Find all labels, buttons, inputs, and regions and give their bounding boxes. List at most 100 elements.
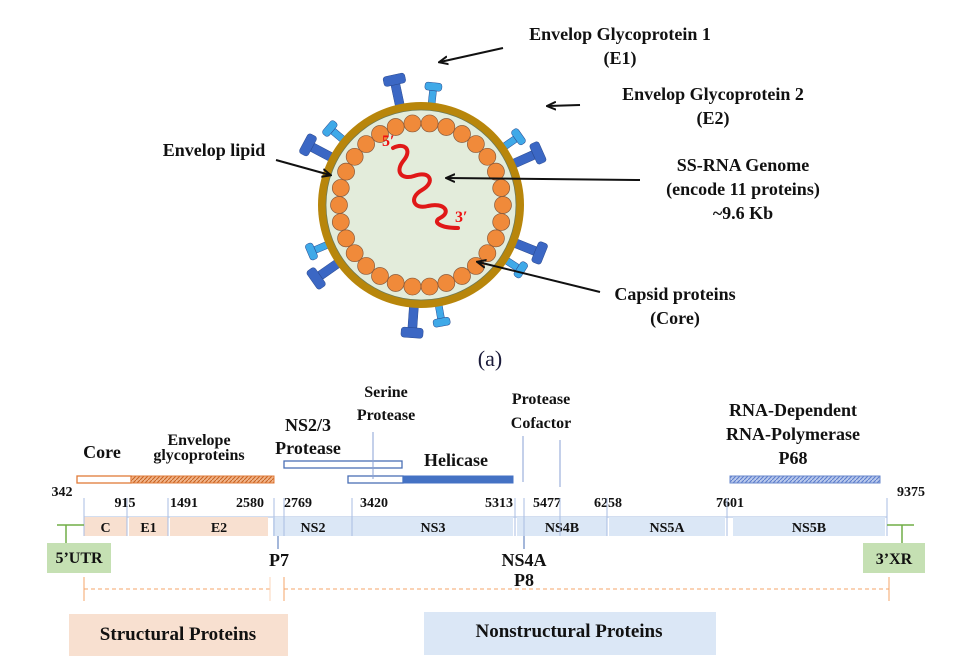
genome-segment <box>517 517 607 536</box>
cofactor-function-label-line1: Protease <box>512 391 570 408</box>
capsid-protein-bead <box>337 229 355 248</box>
panel-label: (a) <box>478 346 502 371</box>
p7-label: P7 <box>269 550 289 570</box>
helicase-function-label: Helicase <box>424 450 488 470</box>
capsid-protein-bead <box>371 267 389 285</box>
rna-label-line2: (encode 11 proteins) <box>666 179 820 200</box>
capsid-protein-bead <box>492 213 511 231</box>
genome-segment-label: NS5B <box>792 521 826 536</box>
five-prime-label: 5′ <box>382 133 395 150</box>
capsid-protein-bead <box>437 274 456 292</box>
envelope-function-label-line1: Envelope <box>167 432 230 449</box>
envelope-function-label-line2: glycoproteins <box>153 447 244 464</box>
capsid-protein-bead <box>478 147 497 166</box>
genome-position-label: 915 <box>115 496 136 511</box>
rdrp-function-label-line3: P68 <box>779 448 808 468</box>
genome-segment-label: E1 <box>140 521 156 536</box>
genome-position-label: 342 <box>52 485 73 500</box>
capsid-protein-bead <box>420 277 439 296</box>
capsid-label-line2: (Core) <box>650 308 700 329</box>
capsid-protein-bead <box>386 274 405 292</box>
capsid-protein-bead <box>403 114 422 133</box>
rdrp-function-label-line1: RNA-Dependent <box>729 400 857 420</box>
genome-segment-label: NS4B <box>545 521 579 536</box>
capsid-protein-bead <box>478 244 497 263</box>
ns23-function-label-line1: NS2/3 <box>285 415 331 435</box>
utr3-box <box>863 543 925 573</box>
genome-segment <box>129 517 168 536</box>
capsid-protein-bead <box>337 162 355 181</box>
core-bar <box>76 475 132 484</box>
capsid-protein-bead <box>437 118 456 136</box>
capsid-protein-bead <box>467 135 485 153</box>
serine-function-label-line1: Serine <box>364 384 408 401</box>
capsid-protein-bead <box>467 257 485 275</box>
capsid-protein-bead <box>487 229 505 248</box>
e2-label-line2: (E2) <box>697 108 730 129</box>
utr3-label: 3’XR <box>876 551 913 568</box>
capsid-protein-bead <box>330 196 348 214</box>
genome-segment-label: NS5A <box>649 521 685 536</box>
e1-arrow <box>440 47 504 62</box>
genome-segment-label: NS3 <box>421 521 446 536</box>
genome-segment <box>609 517 725 536</box>
genome-segment <box>170 517 268 536</box>
capsid-protein-bead <box>487 162 505 181</box>
capsid-protein-bead <box>420 114 439 133</box>
capsid-proteins <box>330 114 512 296</box>
structural-proteins-label: Structural Proteins <box>100 624 256 645</box>
nonstructural-proteins-label: Nonstructural Proteins <box>476 621 663 642</box>
capsid-protein-bead <box>494 196 512 214</box>
lipid-label: Envelop lipid <box>163 140 266 160</box>
capsid-protein-bead <box>453 125 471 143</box>
genome-segment <box>733 517 885 536</box>
capsid-protein-bead <box>371 125 389 143</box>
serine-protease-bar <box>347 475 404 484</box>
capsid-protein-bead <box>492 179 511 197</box>
rdrp-bar <box>729 475 881 484</box>
ns4a-label: NS4A <box>501 550 546 570</box>
rdrp-function-label-line2: RNA-Polymerase <box>726 424 860 444</box>
nonstructural-proteins-box <box>424 612 716 655</box>
genome-position-label: 2580 <box>236 496 264 511</box>
three-prime-label: 3′ <box>455 209 468 226</box>
envelope-bar <box>130 475 275 484</box>
rna-label-line1: SS-RNA Genome <box>677 155 810 175</box>
genome-position-label: 9375 <box>897 485 925 500</box>
utr5-box <box>47 543 111 573</box>
cofactor-function-label-line2: Cofactor <box>511 415 571 432</box>
core-function-label: Core <box>83 442 121 462</box>
capsid-protein-bead <box>357 135 375 153</box>
e1-label-line1: Envelop Glycoprotein 1 <box>529 24 711 44</box>
capsid-arrow <box>478 262 601 293</box>
lipid-arrow <box>275 159 330 175</box>
e2-arrow <box>548 105 581 106</box>
genome-position-label: 2769 <box>284 496 312 511</box>
genome-position-label: 3420 <box>360 496 388 511</box>
capsid-protein-bead <box>345 147 364 166</box>
capsid-protein-bead <box>386 118 405 136</box>
genome-position-label: 7601 <box>716 496 744 511</box>
utr5-label: 5’UTR <box>55 550 103 567</box>
capsid-protein-bead <box>453 267 471 285</box>
genome-segment-label: C <box>100 521 110 536</box>
capsid-protein-bead <box>357 257 375 275</box>
genome-segment-label: NS2 <box>301 521 326 536</box>
capsid-protein-bead <box>331 179 350 197</box>
ns23-function-label-line2: Protease <box>275 438 341 458</box>
e2-label-line1: Envelop Glycoprotein 2 <box>622 84 804 104</box>
genome-segment <box>273 517 353 536</box>
genome-segment-label: E2 <box>211 521 227 536</box>
rna-label-line3: ~9.6 Kb <box>713 203 773 223</box>
rna-arrow <box>447 178 641 180</box>
genome-position-label: 5477 <box>533 496 561 511</box>
capsid-label-line1: Capsid proteins <box>614 284 735 304</box>
capsid-protein-bead <box>403 277 422 296</box>
structural-proteins-box <box>69 614 288 656</box>
genome-position-label: 6258 <box>594 496 622 511</box>
genome-polyprotein-bar: C E1 E2 NS2 NS3 NS4B NS5A NS5B <box>83 498 888 536</box>
capsid-protein-bead <box>331 213 350 231</box>
genome-position-label: 5313 <box>485 496 513 511</box>
